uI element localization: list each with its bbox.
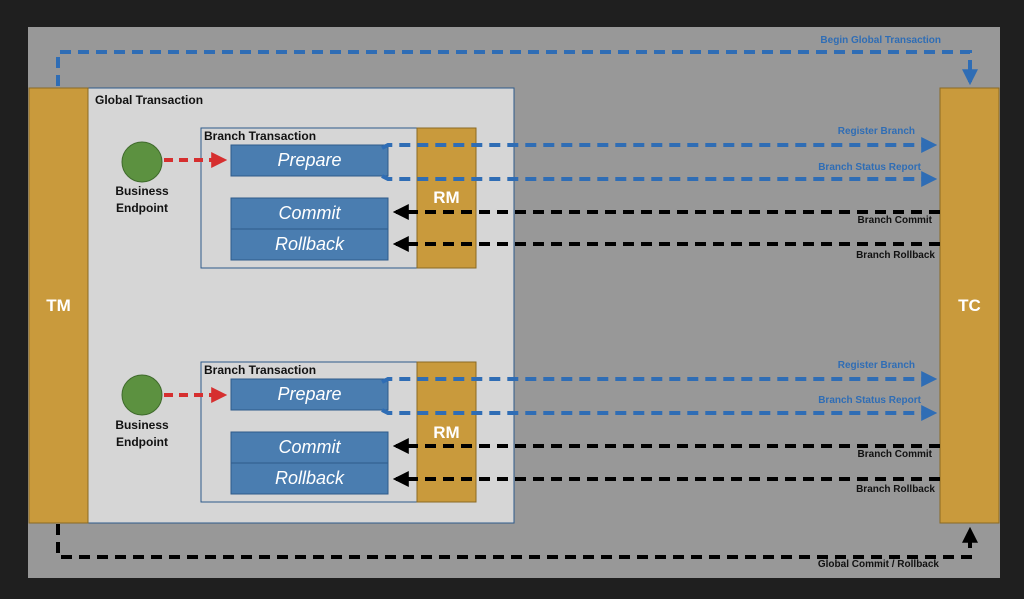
tm-bar (28, 87, 89, 524)
prepare-label-1: Prepare (277, 150, 342, 170)
rm-label-2: RM (433, 423, 460, 442)
register-branch-label-1: Register Branch (837, 126, 915, 137)
rollback-box-1 (230, 228, 389, 261)
branch-status-report-label-2: Branch Status Report (818, 395, 921, 406)
rollback-box-2 (230, 462, 389, 495)
commit-label-2: Commit (278, 437, 341, 457)
branch-transaction-title-2: Branch Transaction (204, 363, 317, 377)
rollback-label-1: Rollback (274, 234, 345, 254)
branch-commit-label-2: Branch Commit (857, 449, 932, 460)
tc-label: TC (958, 296, 981, 315)
rollback-label-2: Rollback (274, 468, 345, 488)
global-commit-rollback-arrow (56, 524, 978, 559)
business-endpoint-label-1: Business Endpoint (102, 183, 182, 217)
tm-label: TM (46, 296, 71, 315)
branch-rollback-label-1: Branch Rollback (856, 250, 935, 261)
branch-status-report-arrow-2 (381, 405, 938, 421)
business-endpoint-label-1-line2: Endpoint (116, 201, 168, 215)
branch-rollback-label-2: Branch Rollback (856, 484, 935, 495)
business-endpoint-label-2-line1: Business (115, 418, 169, 432)
begin-global-transaction-label: Begin Global Transaction (820, 35, 941, 46)
branch-transaction-title-1: Branch Transaction (204, 129, 317, 143)
branch-commit-label-1: Branch Commit (857, 215, 932, 226)
commit-label-1: Commit (278, 203, 341, 223)
tc-bar (939, 87, 1000, 524)
business-endpoint-1 (121, 141, 163, 183)
register-branch-arrow-1 (381, 137, 938, 153)
prepare-box-2 (230, 378, 389, 411)
business-endpoint-2 (121, 374, 163, 416)
commit-box-2 (230, 431, 389, 464)
business-endpoint-label-2: Business Endpoint (102, 417, 182, 451)
global-transaction-title: Global Transaction (95, 93, 204, 107)
begin-global-transaction-arrow (56, 50, 978, 86)
global-commit-rollback-label: Global Commit / Rollback (817, 559, 939, 570)
prepare-label-2: Prepare (277, 384, 342, 404)
branch-status-report-arrow-1 (381, 171, 938, 187)
rm-label-1: RM (433, 188, 460, 207)
register-branch-arrow-2 (381, 371, 938, 387)
register-branch-label-2: Register Branch (837, 360, 915, 371)
business-endpoint-label-1-line1: Business (115, 184, 169, 198)
business-endpoint-label-2-line2: Endpoint (116, 435, 168, 449)
prepare-box-1 (230, 144, 389, 177)
branch-status-report-label-1: Branch Status Report (818, 162, 921, 173)
